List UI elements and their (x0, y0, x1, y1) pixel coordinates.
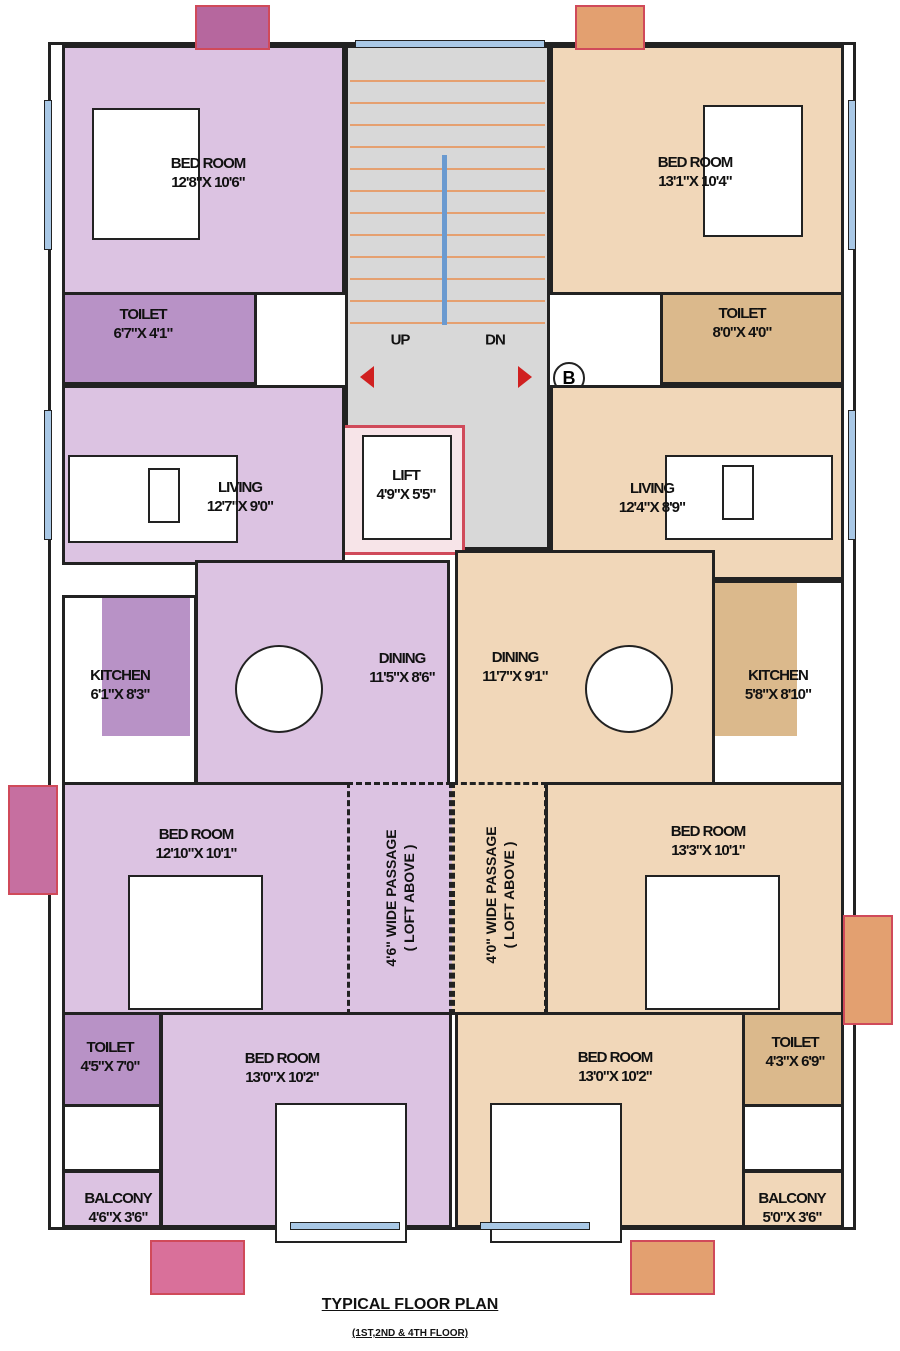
right-dining (455, 550, 715, 785)
bed-icon (645, 875, 780, 1010)
bed-icon (490, 1103, 622, 1243)
stair-up-label: UP (390, 331, 411, 349)
arrow-left-icon (360, 366, 374, 388)
right-toilet-1 (660, 292, 844, 385)
duct-window (843, 915, 893, 1025)
coffee-table-icon (148, 468, 180, 523)
plan-title: TYPICAL FLOOR PLAN (321, 1296, 499, 1313)
window-glass (355, 40, 545, 48)
left-toilet-1 (62, 292, 257, 385)
arrow-right-icon (518, 366, 532, 388)
coffee-table-icon (722, 465, 754, 520)
right-balcony (742, 1170, 844, 1228)
duct-window (8, 785, 58, 895)
right-passage (452, 782, 547, 1015)
duct-window (150, 1240, 245, 1295)
window-glass (44, 100, 52, 250)
window-glass (44, 410, 52, 540)
window-glass (848, 410, 856, 540)
left-passage-label: 4'6" WIDE PASSAGE( LOFT ABOVE ) (383, 829, 417, 967)
dining-table-icon (585, 645, 673, 733)
window-glass (480, 1222, 590, 1230)
duct-window (630, 1240, 715, 1295)
left-passage (347, 782, 452, 1015)
stair-down-label: DN (485, 331, 506, 349)
right-passage-label: 4'0" WIDE PASSAGE( LOFT ABOVE ) (483, 826, 517, 964)
bed-icon (128, 875, 263, 1010)
plan-subtitle: (1ST,2ND & 4TH FLOOR) (351, 1328, 469, 1339)
right-kitchen-floor (715, 583, 797, 736)
bed-icon (703, 105, 803, 237)
left-kitchen-floor (102, 598, 190, 736)
bed-icon (92, 108, 200, 240)
dining-table-icon (235, 645, 323, 733)
window-glass (848, 100, 856, 250)
right-toilet-2 (742, 1012, 844, 1107)
duct-window (575, 5, 645, 50)
bed-icon (275, 1103, 407, 1243)
right-vanity (742, 1104, 844, 1172)
stair-handrail (442, 155, 447, 325)
left-vanity (62, 1104, 162, 1172)
window-glass (290, 1222, 400, 1230)
duct-window (195, 5, 270, 50)
lift-car (362, 435, 452, 540)
